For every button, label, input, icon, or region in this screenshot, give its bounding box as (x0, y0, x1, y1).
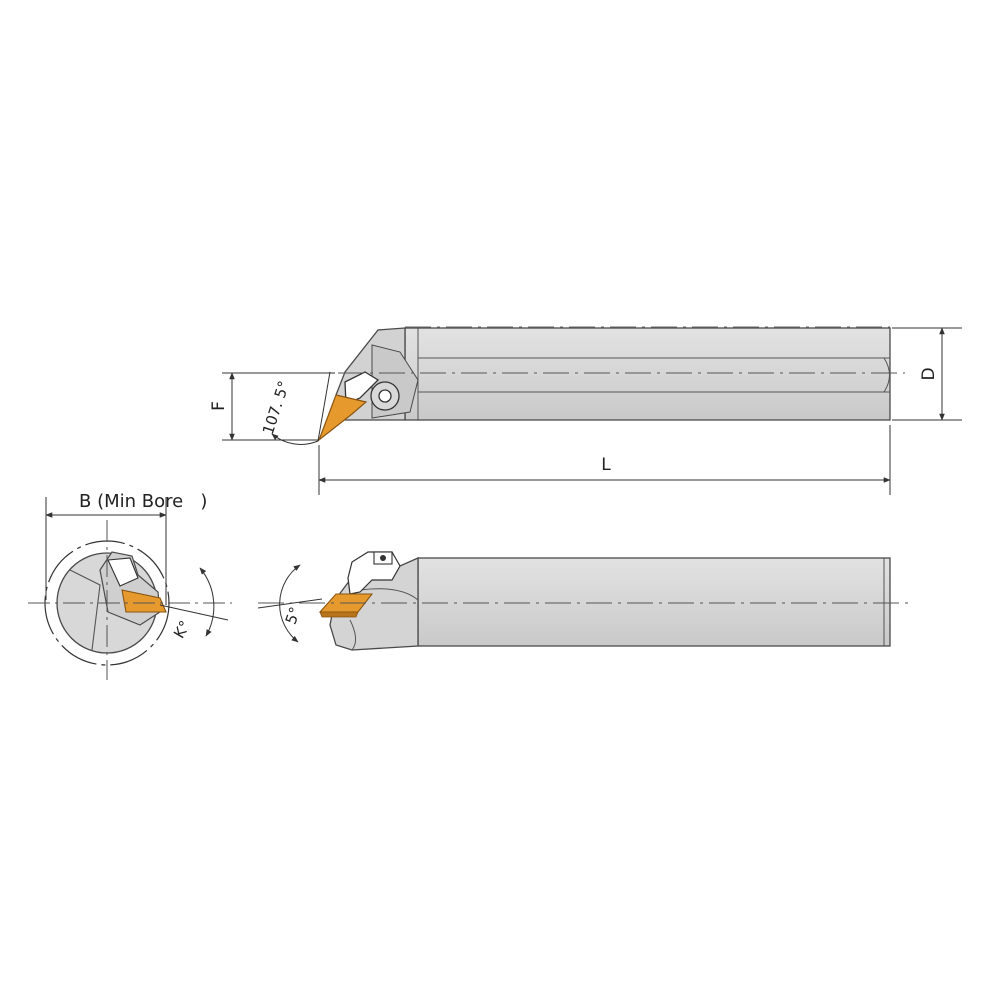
dimension-F: F (209, 372, 335, 441)
angle-lead: 107. 5° (259, 371, 331, 445)
side-view: 5° (257, 551, 912, 651)
top-insert (317, 394, 368, 442)
clearance-angle-line (257, 598, 323, 609)
side-head-facet (359, 588, 419, 601)
top-shank-end (883, 357, 890, 393)
b-label: B (Min Bore ) (79, 491, 207, 512)
end-clamp (107, 557, 139, 587)
lead-angle-label: 107. 5° (259, 379, 293, 437)
top-shank (404, 327, 891, 421)
top-view (317, 326, 905, 442)
lead-angle-ref-line (317, 371, 331, 442)
k-angle-arc (199, 567, 215, 637)
k-angle-line (159, 604, 229, 621)
clearance-angle-label: 5° (282, 605, 305, 627)
lead-angle-arc (271, 433, 319, 445)
end-shank-flat (69, 569, 101, 651)
end-view: K° (28, 520, 232, 680)
side-head-curve (349, 619, 356, 651)
dimension-L: L (318, 425, 891, 495)
top-clamp-screw-inner (378, 389, 392, 403)
k-angle-label: K° (170, 617, 194, 641)
dimension-D: D (892, 327, 962, 421)
side-shank (417, 557, 891, 647)
side-clamp-screw-hole (380, 555, 386, 561)
l-label: L (601, 455, 611, 475)
end-insert (121, 589, 167, 613)
clearance-angle-arc (279, 564, 301, 643)
side-insert-face (319, 611, 359, 618)
f-label: F (209, 401, 229, 411)
dimension-B: B (Min Bore ) (45, 491, 207, 605)
d-label: D (919, 367, 939, 380)
